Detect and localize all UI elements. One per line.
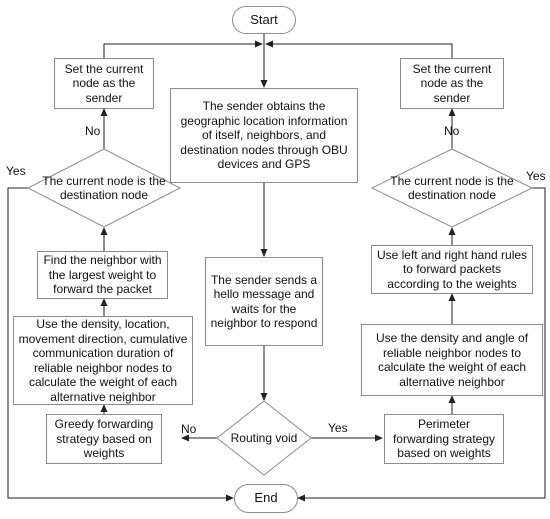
label-no-right: No bbox=[444, 124, 460, 138]
hand-rules-box: Use left and right hand rules to forward… bbox=[371, 245, 533, 294]
arrow-right-yes-to-end bbox=[297, 187, 546, 502]
right-set-sender-box: Set the current node as the sender bbox=[400, 58, 504, 109]
sender-obtains-location-box: The sender obtains the geographic locati… bbox=[170, 88, 358, 183]
left-calc-weight-box: Use the density, location, movement dire… bbox=[13, 316, 193, 405]
arrow-left-set-to-main bbox=[103, 40, 263, 58]
label-yes-left: Yes bbox=[6, 164, 26, 178]
left-find-neighbor-box: Find the neighbor with the largest weigh… bbox=[37, 251, 168, 299]
right-calc-weight-box: Use the density and angle of reliable ne… bbox=[361, 324, 543, 396]
right-destination-diamond-shape bbox=[370, 148, 534, 228]
label-yes-right: Yes bbox=[526, 169, 546, 183]
label-no-left: No bbox=[85, 124, 101, 138]
routing-void-diamond: Routing void bbox=[230, 430, 298, 445]
arrow-left-yes-to-end bbox=[7, 187, 234, 502]
routing-void-diamond-shape bbox=[216, 400, 312, 476]
start-terminal: Start bbox=[232, 6, 296, 34]
greedy-strategy-box: Greedy forwarding strategy based on weig… bbox=[46, 414, 162, 464]
left-destination-diamond: The current node is the destination node bbox=[42, 173, 166, 203]
left-set-sender-box: Set the current node as the sender bbox=[54, 58, 154, 109]
label-no-void: No bbox=[181, 422, 197, 436]
arrow-right-set-to-main bbox=[265, 40, 453, 58]
perimeter-strategy-box: Perimeter forwarding strategy based on w… bbox=[384, 414, 504, 464]
right-destination-diamond: The current node is the destination node bbox=[390, 173, 514, 203]
end-terminal: End bbox=[234, 484, 298, 513]
label-yes-void: Yes bbox=[328, 421, 348, 435]
left-destination-diamond-shape bbox=[26, 148, 182, 228]
sender-hello-box: The sender sends a hello message and wai… bbox=[205, 257, 323, 346]
